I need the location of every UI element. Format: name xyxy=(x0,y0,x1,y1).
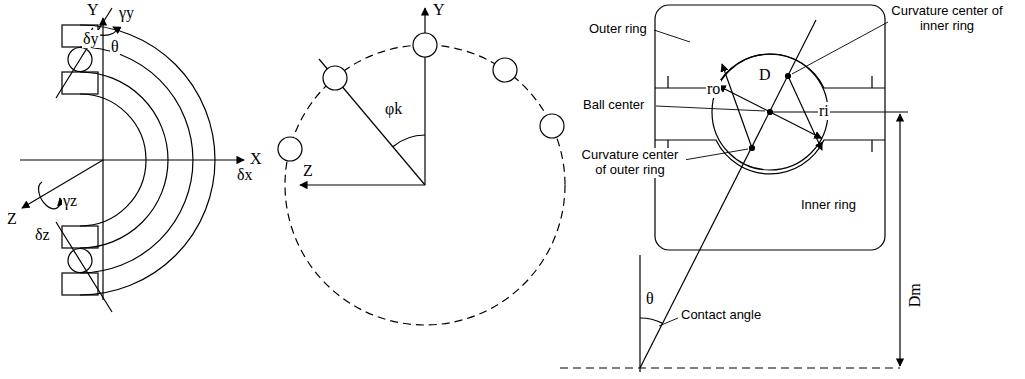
axis-label: Z xyxy=(302,162,314,180)
rotation-label: γy xyxy=(118,4,135,22)
axis-label: Y xyxy=(86,1,100,19)
dimension-label: Dm xyxy=(906,282,924,308)
ball-positions-view xyxy=(278,8,565,325)
angle-label: φk xyxy=(384,100,403,118)
angle-label: θ xyxy=(110,38,120,56)
part-label: Curvature center of inner ring xyxy=(890,4,1004,34)
axis-label: Z xyxy=(6,210,18,228)
rotation-label: γz xyxy=(62,192,78,210)
part-label: Contact angle xyxy=(680,308,762,323)
part-label: Curvature center of outer ring xyxy=(574,148,686,178)
part-label: Inner ring xyxy=(800,198,857,213)
displacement-label: δz xyxy=(34,226,51,244)
dimension-label: ri xyxy=(818,102,830,120)
angle-label: θ xyxy=(645,290,655,308)
axis-label: Y xyxy=(432,1,446,19)
dimension-label: D xyxy=(758,66,772,84)
displacement-label: δy xyxy=(82,30,100,48)
part-label: Outer ring xyxy=(588,22,648,37)
displacement-label: δx xyxy=(236,166,254,184)
bearing-cross-section xyxy=(560,5,908,372)
bearing-3d-view xyxy=(20,8,244,312)
dimension-label: ro xyxy=(706,80,721,98)
part-label: Ball center xyxy=(582,98,645,113)
